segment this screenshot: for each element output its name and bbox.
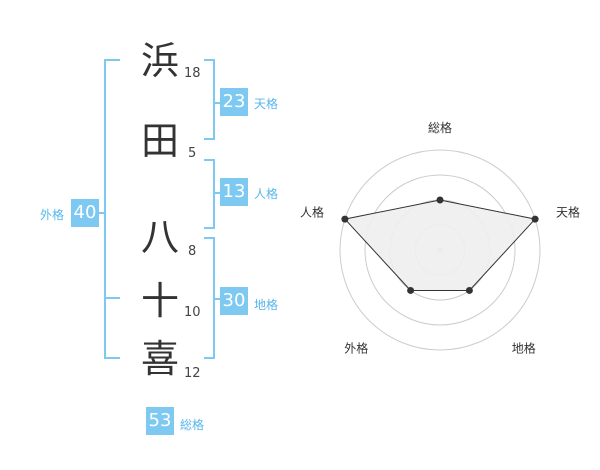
stroke-count-5: 12 [184, 366, 201, 381]
radar-axis-label-4: 外格 [344, 341, 368, 356]
radar-polygon [343, 199, 537, 291]
stroke-count-2: 5 [188, 146, 197, 161]
jinkaku-value: 13 [220, 178, 248, 206]
name-char-2: 田 [141, 119, 180, 163]
soukaku-value: 53 [146, 407, 174, 435]
tenkaku-value: 23 [220, 88, 248, 116]
radar-ring [339, 149, 541, 351]
radar-axis-label-2: 天格 [556, 204, 580, 219]
gaikaku-bracket [104, 59, 120, 359]
radar-ring [364, 174, 516, 326]
soukaku-label: 総格 [180, 418, 205, 432]
radar-point-3 [465, 286, 473, 294]
name-char-3: 八 [141, 215, 180, 259]
name-char-1: 浜 [141, 39, 180, 83]
gaikaku-label: 外格 [40, 208, 65, 222]
jinkaku-label: 人格 [254, 187, 279, 201]
name-char-5: 喜 [141, 337, 180, 381]
name-char-4: 十 [141, 279, 180, 323]
radar-axis-label-5: 人格 [300, 204, 324, 219]
chikaku-value: 30 [220, 287, 248, 315]
stroke-count-1: 18 [184, 66, 201, 81]
tenkaku-bracket [204, 59, 215, 140]
stroke-count-3: 8 [188, 244, 197, 259]
radar-point-1 [436, 196, 444, 204]
radar-point-5 [341, 215, 349, 223]
gaikaku-value: 40 [71, 199, 99, 227]
radar-point-2 [531, 215, 539, 223]
radar-axis-label-3: 地格 [512, 341, 536, 356]
radar-axis-label-1: 総格 [428, 120, 452, 135]
radar-point-4 [407, 286, 415, 294]
tenkaku-label: 天格 [254, 97, 279, 111]
stroke-count-4: 10 [184, 305, 201, 320]
chikaku-label: 地格 [254, 298, 279, 312]
